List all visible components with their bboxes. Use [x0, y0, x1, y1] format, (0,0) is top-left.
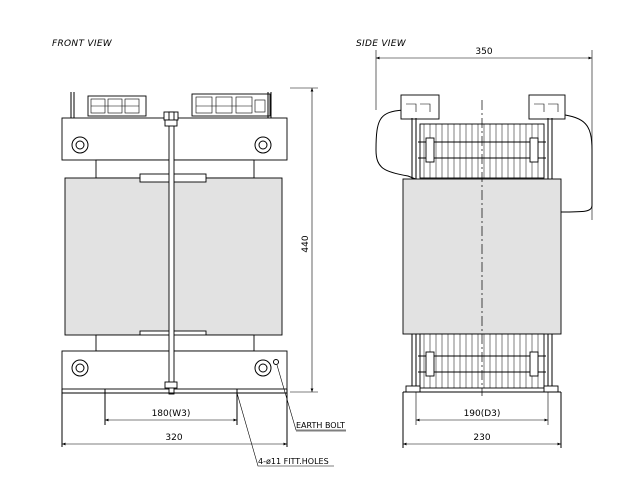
side-cable-right	[559, 113, 593, 213]
front-height-label: 440	[301, 235, 311, 252]
front-terminal-block-right	[191, 93, 271, 117]
front-hole-spacing-label: 180(W3)	[152, 409, 191, 419]
earth-bolt-icon	[273, 359, 279, 365]
front-bolt-top-left	[71, 136, 89, 154]
earth-bolt-label: EARTH BOLT	[296, 421, 345, 430]
front-terminal-block-left	[87, 95, 147, 117]
front-tie-rod	[168, 111, 175, 395]
front-view: 440 180(W3) 320 EARTH BOLT 4-ø11 FITT.HO…	[61, 87, 346, 467]
front-bolt-top-right	[254, 136, 272, 154]
side-terminal-right	[528, 94, 566, 120]
fitting-holes-label: 4-ø11 FITT.HOLES	[258, 457, 329, 466]
front-bolt-bottom-right	[254, 359, 272, 377]
front-view-title: FRONT VIEW	[52, 39, 113, 49]
side-hole-spacing-label: 190(D3)	[464, 409, 501, 419]
front-width-label: 320	[165, 433, 182, 443]
side-terminal-left	[400, 94, 440, 120]
side-view-title: SIDE VIEW	[356, 39, 407, 49]
side-view: 350	[375, 47, 593, 448]
side-depth-label: 230	[473, 433, 490, 443]
front-bolt-bottom-left	[71, 359, 89, 377]
side-width-label: 350	[475, 47, 492, 57]
side-coil	[402, 178, 562, 335]
side-cable-left	[375, 109, 419, 181]
